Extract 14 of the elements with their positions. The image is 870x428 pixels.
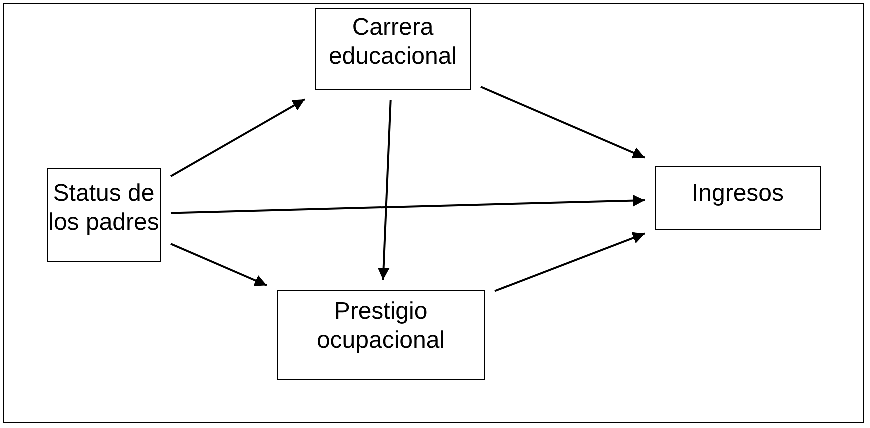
arrow bbox=[378, 100, 392, 280]
process-box bbox=[655, 166, 821, 230]
arrow bbox=[170, 243, 268, 287]
box-label: Ingresos bbox=[692, 179, 784, 208]
box-label: Status de los padres bbox=[48, 179, 160, 237]
arrow bbox=[170, 194, 646, 214]
arrow bbox=[170, 98, 306, 178]
process-box bbox=[47, 168, 161, 262]
process-box bbox=[315, 8, 471, 90]
process-box bbox=[277, 290, 485, 380]
box-label: Prestigio ocupacional bbox=[316, 297, 446, 355]
arrow bbox=[494, 232, 646, 292]
arrow bbox=[480, 86, 646, 159]
box-label: Carrera educacional bbox=[328, 13, 458, 71]
